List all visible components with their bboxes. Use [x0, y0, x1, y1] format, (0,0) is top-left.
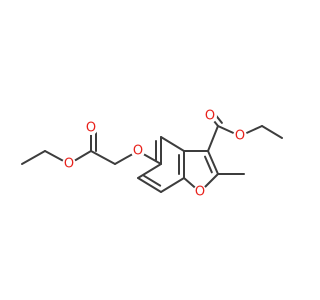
bond-double-c2f-c3f	[204, 155, 213, 174]
atom-label-o-ester-left: O	[64, 157, 74, 172]
atom-label-o-furan: O	[195, 185, 205, 200]
molecule-structure-diagram: O O O O O O	[0, 0, 300, 300]
bond-c2-c3	[90, 150, 116, 165]
atom-label-background-o-ester-right	[233, 129, 247, 143]
bond-c10-me3	[261, 125, 283, 139]
atom-labels: O O O O O O	[62, 109, 247, 200]
bond-c7a-c7	[160, 177, 185, 193]
atom-label-o-carbonyl-left: O	[86, 121, 96, 136]
bond-c4-c3a	[160, 136, 185, 152]
atom-label-background-o-ester-left	[62, 157, 76, 171]
bond-c7-c6	[137, 177, 162, 193]
atom-label-background-o-furan	[193, 185, 207, 199]
atom-label-o-carbonyl-right: O	[205, 109, 215, 124]
atom-label-o-ester-right: O	[235, 129, 245, 144]
atom-label-background-o-carbonyl-left	[84, 121, 98, 135]
bond-c3f-c9	[207, 125, 219, 152]
background	[0, 0, 300, 300]
atom-label-o-ether: O	[133, 144, 143, 159]
bond-me1-c1	[21, 150, 46, 165]
atom-label-background-o-carbonyl-right	[203, 109, 217, 123]
atom-label-background-o-ether	[131, 144, 145, 158]
bond-double-c7-c6	[143, 174, 162, 187]
bond-c6-c5	[137, 163, 162, 179]
bond-c2f-c3f	[207, 150, 219, 175]
